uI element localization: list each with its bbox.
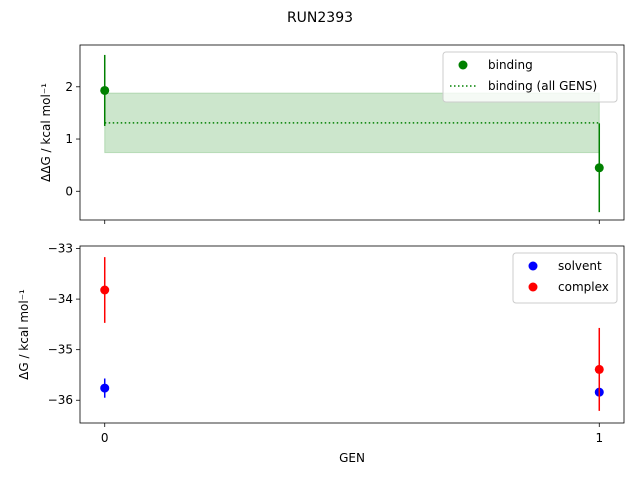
axes-frame: [79, 44, 625, 221]
data-point: [100, 383, 110, 393]
y-tick-label: −36: [48, 393, 73, 407]
legend: binding binding (all GENS): [442, 51, 618, 103]
series-binding: [100, 54, 604, 213]
x-tick-label: 1: [595, 431, 603, 445]
series-binding-all-gens-: [104, 92, 600, 154]
y-tick-label: 0: [65, 184, 73, 198]
legend-frame: [512, 252, 618, 304]
legend-marker: [528, 282, 538, 292]
data-point: [594, 364, 604, 374]
legend: solvent complex: [512, 252, 618, 304]
x-tick-label: 0: [101, 431, 109, 445]
data-point: [594, 163, 604, 173]
panel-bottom: 0 1 −33 −34 −35 −36 ΔG / kcal mol⁻¹ GEN solvent c…: [17, 242, 625, 465]
series-complex: [100, 257, 604, 411]
data-point: [100, 285, 110, 295]
legend-frame: [442, 51, 618, 103]
y-axis-label: ΔΔG / kcal mol⁻¹: [39, 83, 53, 182]
x-axis-label: GEN: [339, 451, 365, 465]
y-tick-label: 2: [65, 80, 73, 94]
legend-label: binding (all GENS): [488, 79, 597, 93]
legend-label: binding: [488, 58, 533, 72]
legend-label: solvent: [558, 259, 602, 273]
y-axis-label: ΔG / kcal mol⁻¹: [17, 289, 31, 380]
y-tick-label: 1: [65, 132, 73, 146]
y-tick-label: −35: [48, 343, 73, 357]
axes-frame: [79, 245, 625, 424]
legend-marker: [528, 261, 538, 271]
legend-label: complex: [558, 280, 609, 294]
y-tick-label: −33: [48, 242, 73, 256]
figure-title: RUN2393: [287, 10, 353, 26]
panels: 0 1 2 ΔΔG / kcal mol⁻¹ binding binding (all G…: [17, 44, 625, 465]
data-point: [100, 85, 110, 95]
panel-top: 0 1 2 ΔΔG / kcal mol⁻¹ binding binding (all G…: [39, 44, 625, 224]
y-tick-label: −34: [48, 292, 73, 306]
legend-marker: [458, 60, 468, 70]
